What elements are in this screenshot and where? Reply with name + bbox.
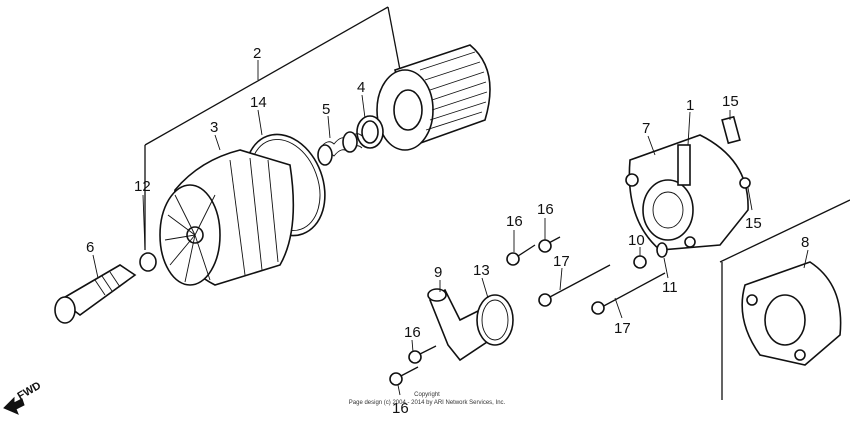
label-part-5: 5	[322, 101, 330, 118]
label-part-10: 10	[628, 232, 645, 249]
o-ring-small	[139, 252, 157, 272]
label-part-8: 8	[801, 234, 809, 251]
label-part-16-a: 16	[506, 213, 523, 230]
forward-arrow-icon	[3, 396, 25, 415]
copyright-notice: Copyright Page design (c) 2004 - 2014 by…	[349, 392, 506, 406]
seal-ring	[356, 115, 384, 149]
bolts	[389, 236, 668, 386]
label-part-6: 6	[86, 239, 94, 256]
label-part-2: 2	[253, 45, 261, 62]
label-part-11: 11	[662, 279, 678, 296]
label-part-3: 3	[210, 119, 218, 136]
label-part-4: 4	[357, 79, 365, 96]
group-bracket-lines	[144, 6, 850, 400]
leader-lines	[92, 60, 809, 396]
filter-cover	[159, 149, 295, 286]
label-part-12: 12	[134, 178, 151, 195]
copyright-line-1: Copyright	[414, 392, 440, 398]
label-part-17-b: 17	[614, 320, 631, 337]
water-pump-cover	[741, 261, 842, 366]
label-part-7: 7	[642, 120, 650, 137]
oil-filter-element	[376, 44, 491, 151]
water-hose-joint	[427, 288, 514, 362]
label-part-9: 9	[434, 264, 442, 281]
label-part-16-b: 16	[537, 201, 554, 218]
label-part-16-d: 16	[392, 400, 409, 417]
label-part-15-top: 15	[722, 93, 739, 110]
part-labels: 1 2 3 4 5 6 7 8 9 10 11 12 13 14 15 15 1…	[86, 45, 809, 417]
label-part-17-a: 17	[553, 253, 570, 270]
forward-indicator: FWD	[3, 380, 44, 415]
spring	[317, 131, 363, 166]
label-part-16-c: 16	[404, 324, 421, 341]
water-pump-body	[625, 134, 751, 251]
label-part-14: 14	[250, 94, 267, 111]
label-part-15-side: 15	[745, 215, 762, 232]
copyright-line-2: Page design (c) 2004 - 2014 by ARI Netwo…	[349, 400, 506, 406]
filter-bolt	[54, 264, 137, 324]
dowel-pin	[721, 115, 741, 145]
forward-label: FWD	[16, 380, 44, 403]
label-part-1: 1	[686, 97, 694, 114]
label-part-13: 13	[473, 262, 490, 279]
